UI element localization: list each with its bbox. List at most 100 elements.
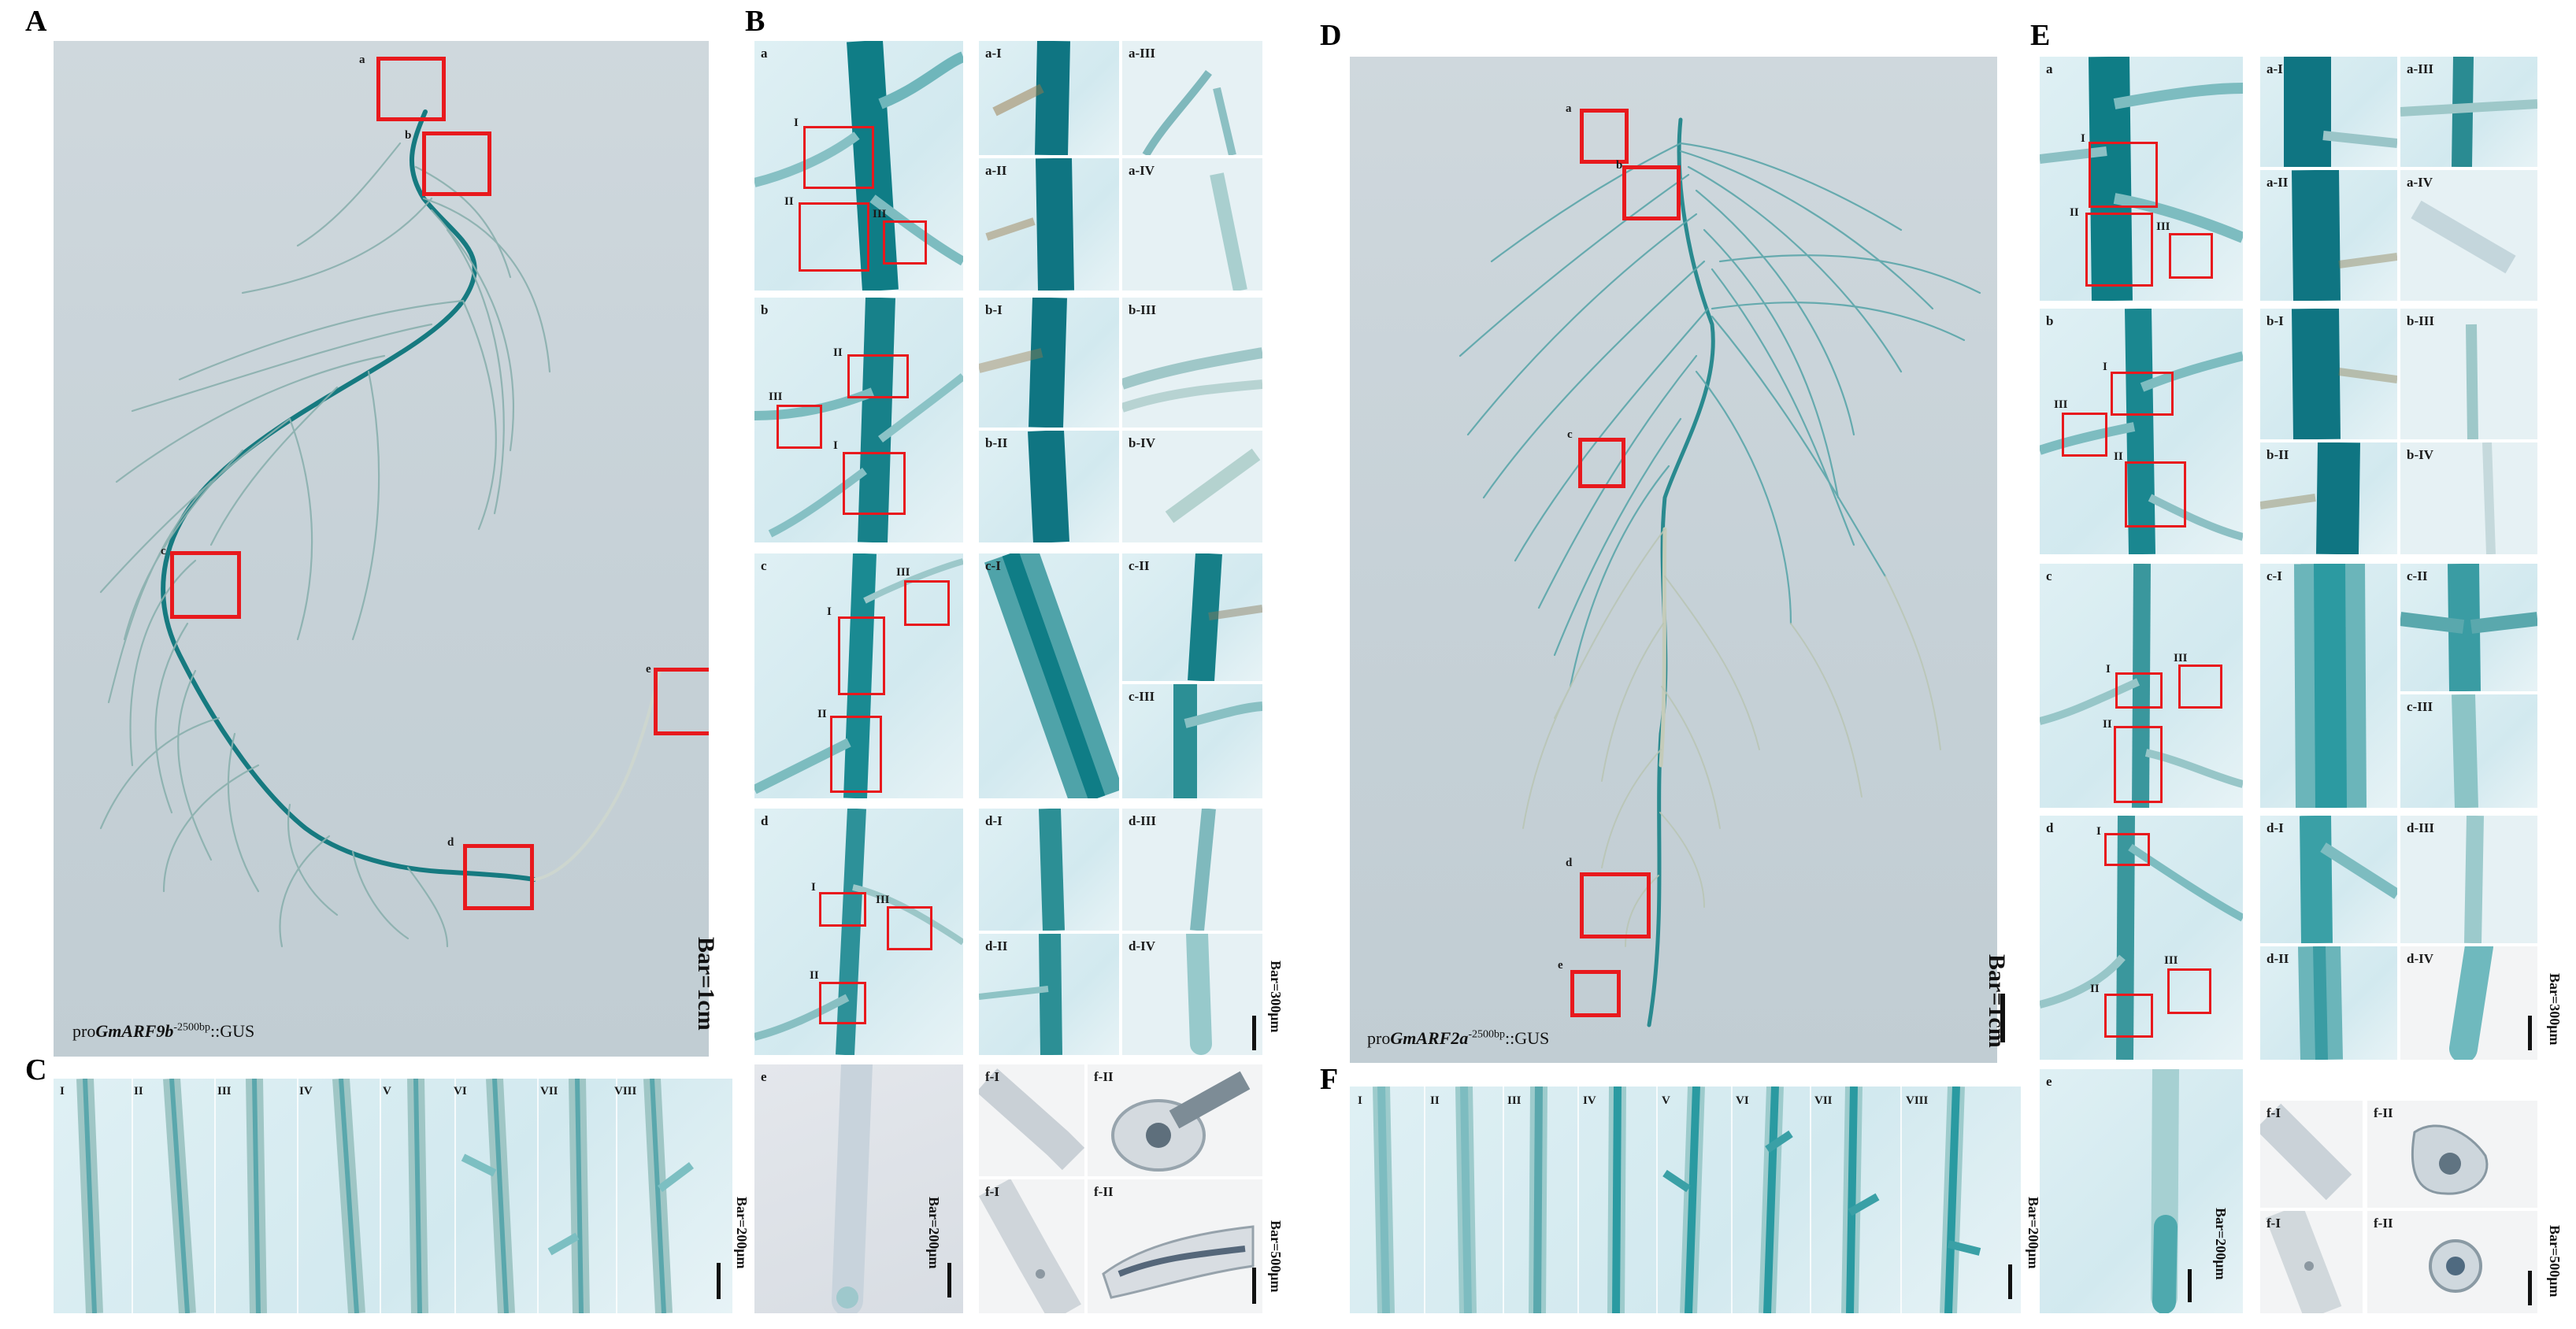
zoom-box-label: II <box>2114 450 2123 463</box>
region-box-label-b: b <box>1616 159 1623 172</box>
zoom-box-II <box>799 202 869 272</box>
tile-label: c-I <box>985 558 1001 573</box>
tile-label: d-IV <box>1129 938 1156 953</box>
zoom-box-label: III <box>873 208 887 220</box>
zoom-box-label: III <box>769 391 783 403</box>
zoom-box-I <box>2104 833 2150 866</box>
tile-label: c <box>2046 568 2052 583</box>
region-box-d <box>463 844 534 910</box>
scale-bar-c <box>717 1263 721 1299</box>
panel-c-root-segments: I II III IV V VI VII VIII <box>54 1079 732 1313</box>
panel-f-root-segments: I II III IV V VI VII VIII <box>1350 1087 2021 1313</box>
scale-bar-d <box>2000 994 2005 1042</box>
panel-e-a-overview: a I II III <box>2040 57 2243 301</box>
region-box-d <box>1580 872 1651 938</box>
panel-e-e-root-tip: e <box>2040 1069 2243 1313</box>
zoom-box-I <box>2111 372 2174 416</box>
segment-label-III: III <box>1507 1094 1522 1107</box>
region-box-label-b: b <box>405 129 412 142</box>
tile-label: c-I <box>2267 568 2282 583</box>
segment-label-I: I <box>60 1085 65 1098</box>
zoom-box-II <box>2125 461 2186 528</box>
region-box-label-e: e <box>1558 959 1563 972</box>
tile-label: d-IV <box>2407 951 2434 966</box>
panel-b-b-overview: b II III I <box>754 298 963 542</box>
scale-label-e-e: Bar=200μm <box>2213 1208 2229 1280</box>
zoom-box-label: II <box>833 346 843 359</box>
segment-label-V: V <box>383 1085 391 1098</box>
tile-label: d-II <box>985 938 1008 953</box>
region-box-e <box>654 668 709 735</box>
region-box-label-e: e <box>646 663 651 676</box>
tile-label: b-IV <box>2407 447 2434 462</box>
tile-label: a-III <box>1129 46 1156 61</box>
tile-label: f-I <box>985 1069 999 1084</box>
tile-label: f-II <box>2374 1216 2393 1231</box>
tile-a-III: a-III <box>2400 57 2537 167</box>
root-system-d-drawing <box>1458 117 1981 1027</box>
tile-label: f-I <box>2267 1216 2281 1231</box>
tile-label: a-III <box>2407 61 2434 76</box>
zoom-box-II <box>847 354 909 398</box>
zoom-box-label: III <box>876 894 890 906</box>
tile-d-IV: d-IV <box>2400 946 2537 1060</box>
tile-label: f-II <box>2374 1105 2393 1120</box>
segment-label-VII: VII <box>1814 1094 1833 1107</box>
zoom-box-III <box>2062 413 2107 457</box>
root-system-a-drawing <box>99 109 662 948</box>
zoom-box-label: I <box>794 117 799 129</box>
panel-label-f: F <box>1320 1063 1339 1096</box>
tile-d-IV: d-IV <box>1122 934 1262 1055</box>
region-box-a <box>376 57 446 121</box>
zoom-box-label: III <box>2174 652 2188 664</box>
tile-b-III: b-III <box>1122 298 1262 428</box>
scale-bar-b-f <box>1252 1268 1256 1304</box>
zoom-box-I <box>2089 142 2158 208</box>
tile-label: a-II <box>985 163 1007 178</box>
tile-d-I: d-I <box>2260 816 2397 943</box>
zoom-box-label: I <box>827 605 832 618</box>
tile-label: b-I <box>2267 313 2284 328</box>
zoom-box-label: III <box>896 566 910 579</box>
tile-f-I-top: f-I <box>979 1064 1084 1176</box>
panel-label-c: C <box>25 1053 47 1087</box>
scale-bar-b-e <box>947 1263 951 1298</box>
zoom-box-III <box>2167 968 2211 1014</box>
zoom-box-label: II <box>784 195 794 208</box>
tile-label: a-II <box>2267 175 2289 190</box>
tile-a-I: a-I <box>979 41 1119 155</box>
tile-c-II: c-II <box>2400 564 2537 691</box>
tile-label: a-IV <box>1129 163 1155 178</box>
region-box-label-a: a <box>1566 102 1572 115</box>
zoom-box-I <box>2115 672 2163 709</box>
region-box-e <box>1570 970 1621 1017</box>
tile-a-II: a-II <box>979 158 1119 291</box>
tile-label: c-III <box>2407 699 2433 714</box>
panel-b-e-root-tip: e <box>754 1064 963 1313</box>
segment-label-II: II <box>1430 1094 1440 1107</box>
construct-caption-d: proGmARF2a-2500bp::GUS <box>1367 1028 1550 1048</box>
tile-label: a-I <box>2267 61 2283 76</box>
zoom-box-I <box>838 616 885 695</box>
region-box-b <box>422 131 491 196</box>
tile-label: e <box>2046 1074 2052 1089</box>
zoom-box-label: I <box>2096 825 2101 838</box>
tile-b-II: b-II <box>2260 442 2397 554</box>
tile-a-IV: a-IV <box>1122 158 1262 291</box>
tile-b-IV: b-IV <box>1122 431 1262 542</box>
tile-a-III: a-III <box>1122 41 1262 155</box>
tile-f-II-top: f-II <box>1088 1064 1262 1176</box>
panel-label-b: B <box>745 5 765 38</box>
tile-label: d-I <box>2267 820 2284 835</box>
panel-d-whole-root-photo: a b c d e proGmARF2a-2500bp::GUS <box>1350 57 1997 1063</box>
zoom-box-label: II <box>810 969 819 982</box>
zoom-box-label: I <box>2081 132 2085 145</box>
tile-label: d-III <box>2407 820 2434 835</box>
zoom-box-label: I <box>833 439 838 452</box>
segment-label-VIII: VIII <box>1906 1094 1929 1107</box>
segment-label-IV: IV <box>1583 1094 1596 1107</box>
tile-f-I-top: f-I <box>2260 1101 2363 1208</box>
panel-b-c-overview: c III I II <box>754 553 963 798</box>
zoom-box-I <box>803 126 874 189</box>
scale-label-e-top: Bar=300μm <box>2547 973 2563 1046</box>
